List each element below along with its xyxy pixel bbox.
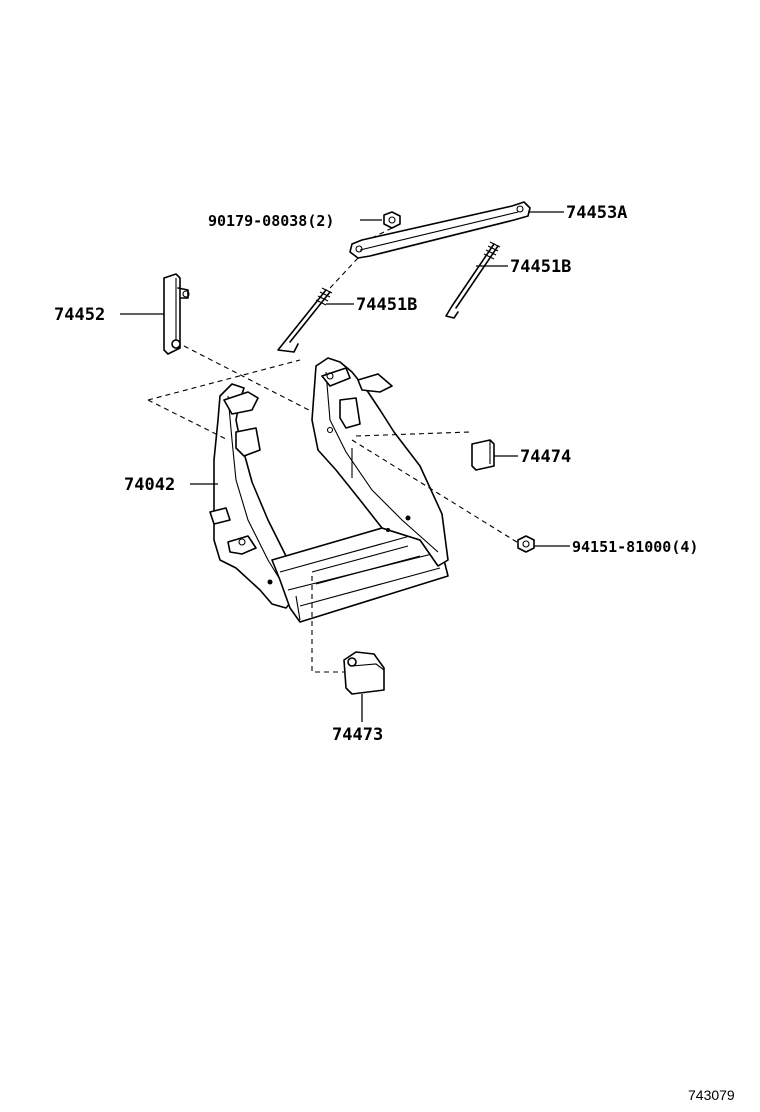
label-74042: 74042 <box>124 475 175 495</box>
label-74453a: 74453A <box>566 203 627 223</box>
label-74452: 74452 <box>54 305 105 325</box>
bracket-74452 <box>163 273 190 355</box>
dash-tray-top-left <box>147 359 301 401</box>
dash-tray-to-nut <box>351 439 521 545</box>
dash-bar-to-rod <box>329 257 359 289</box>
nut-94151 <box>517 535 535 553</box>
dash-tray-to-pad-bottom <box>311 576 344 673</box>
hold-down-bar-74453a <box>349 201 531 259</box>
label-74451b-left: 74451B <box>356 295 417 315</box>
label-94151: 94151-81000(4) <box>572 538 698 556</box>
label-74474: 74474 <box>520 447 571 467</box>
battery-tray-74042 <box>209 357 449 623</box>
label-74451b-right: 74451B <box>510 257 571 277</box>
hook-rod-74451b-right <box>445 241 501 319</box>
label-74473: 74473 <box>332 725 383 745</box>
label-90179: 90179-08038(2) <box>208 212 334 230</box>
pad-74473 <box>343 651 385 695</box>
dash-tray-left <box>147 399 229 441</box>
hook-rod-74451b-left <box>277 287 333 353</box>
pad-74474 <box>471 439 495 471</box>
figure-number: 743079 <box>688 1087 735 1103</box>
nut-90179 <box>383 211 401 229</box>
dash-tray-to-pad <box>355 431 471 437</box>
